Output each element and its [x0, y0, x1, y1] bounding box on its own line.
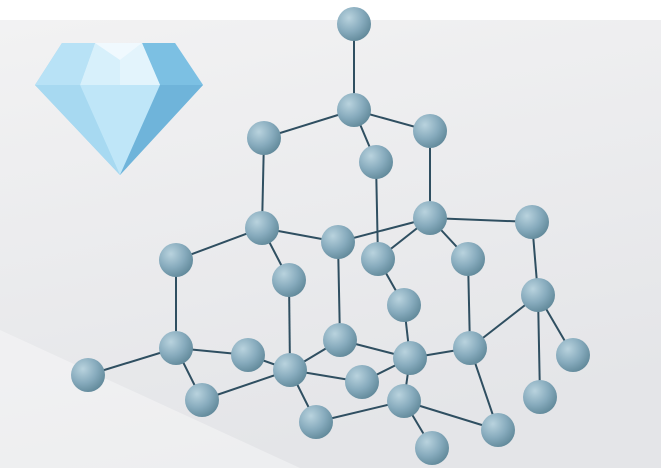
- atom-21: [556, 338, 590, 372]
- atom-23: [345, 365, 379, 399]
- atom-5: [245, 211, 279, 245]
- atom-17: [231, 338, 265, 372]
- atom-27: [481, 413, 515, 447]
- atom-10: [361, 242, 395, 276]
- atom-0: [337, 7, 371, 41]
- atom-29: [415, 431, 449, 465]
- atom-8: [159, 243, 193, 277]
- atom-28: [523, 380, 557, 414]
- bond-11: [429, 217, 533, 223]
- atom-13: [521, 278, 555, 312]
- atom-7: [515, 205, 549, 239]
- atom-24: [185, 383, 219, 417]
- diamond-gem-icon: [35, 43, 203, 175]
- atom-16: [323, 323, 357, 357]
- atom-18: [273, 353, 307, 387]
- atom-9: [321, 225, 355, 259]
- atom-25: [387, 384, 421, 418]
- atom-19: [393, 341, 427, 375]
- atom-11: [451, 242, 485, 276]
- bond-22: [537, 294, 541, 398]
- atom-14: [387, 288, 421, 322]
- atom-1: [337, 93, 371, 127]
- atoms-layer: [71, 7, 590, 465]
- atom-20: [453, 331, 487, 365]
- atom-12: [272, 263, 306, 297]
- atom-22: [71, 358, 105, 392]
- atom-3: [413, 114, 447, 148]
- atom-26: [299, 405, 333, 439]
- atom-4: [359, 145, 393, 179]
- atom-2: [247, 121, 281, 155]
- atom-6: [413, 201, 447, 235]
- atom-15: [159, 331, 193, 365]
